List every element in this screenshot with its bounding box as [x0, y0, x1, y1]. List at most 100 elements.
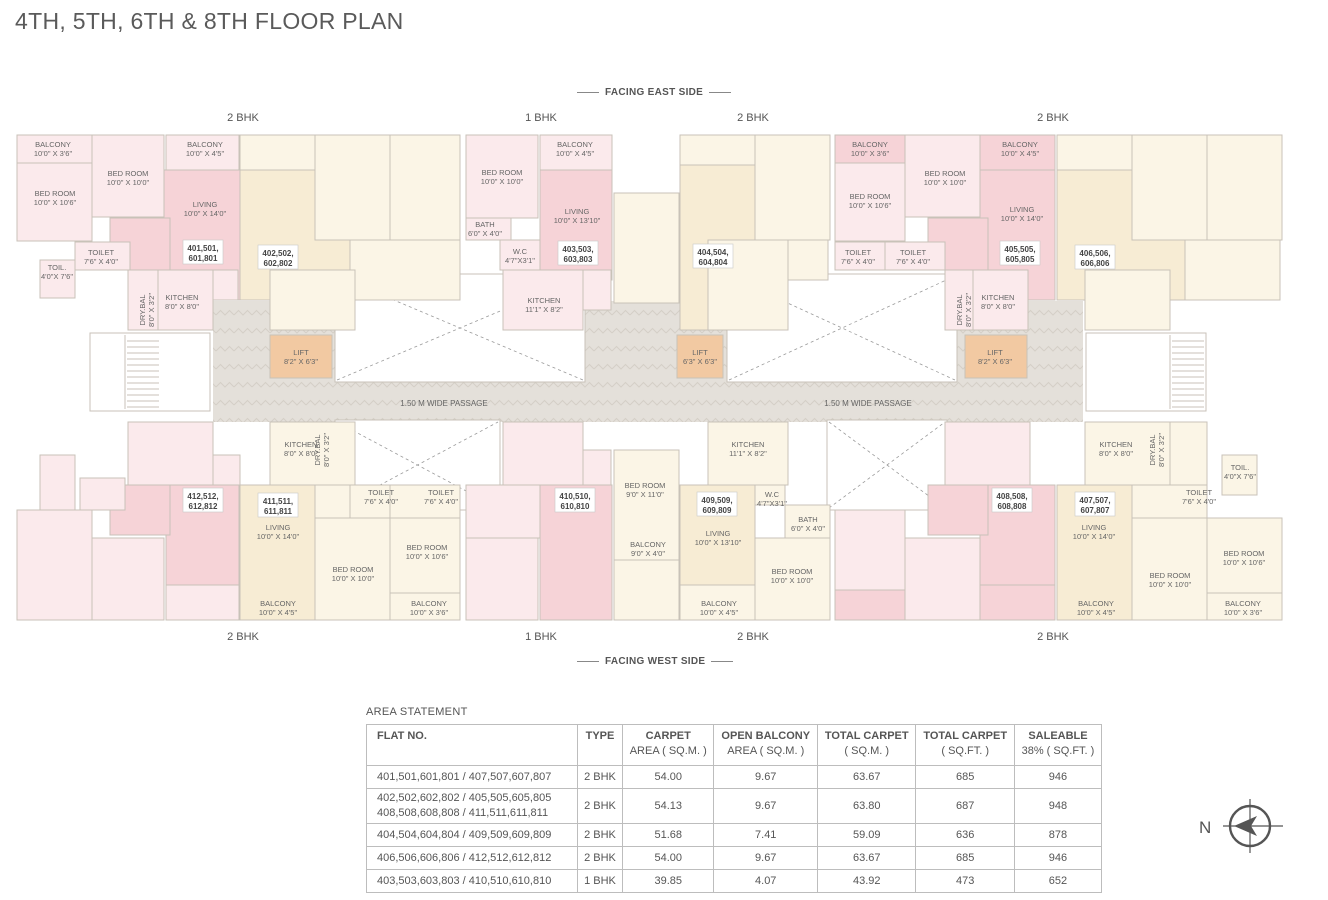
flat-number-label: 403,503,603,803 [562, 245, 593, 264]
room-name: LIFT [293, 348, 309, 357]
flat-number-label: 404,504,604,804 [697, 248, 728, 267]
room-area [834, 134, 906, 164]
room-area [91, 134, 165, 218]
room-name: BED ROOM [333, 565, 374, 574]
room-area [239, 134, 316, 171]
room-area [679, 134, 756, 166]
room-area [314, 517, 391, 621]
room-name: BED ROOM [482, 168, 523, 177]
flat-tag-box [257, 244, 299, 270]
bhk-bottom-4: 2 BHK [1037, 631, 1069, 643]
room-area [1206, 517, 1283, 594]
room-name: BED ROOM [925, 169, 966, 178]
room-area [79, 477, 126, 511]
room-area [1131, 134, 1208, 241]
col-flat-no: FLAT NO. [366, 724, 578, 766]
flat-number-label: 409,509,609,809 [701, 496, 732, 515]
room-dimension: 10'0" X 13'10" [554, 216, 601, 225]
room-area [389, 484, 461, 519]
room-dimension: 10'0" X 4'5" [1001, 149, 1040, 158]
cell-saleable: 946 [1013, 846, 1103, 870]
room-name: BALCONY [701, 599, 737, 608]
room-dimension: 8'0" X 8'0" [1099, 449, 1133, 458]
room-dimension: 7'6" X 4'0" [364, 497, 398, 506]
flat-tag-box [557, 240, 599, 266]
room-area [212, 269, 239, 301]
room-dimension: 6'3" X 6'3" [683, 357, 717, 366]
room-name: BED ROOM [625, 481, 666, 490]
cell-carpet: 54.13 [621, 788, 715, 824]
room-name: BED ROOM [772, 567, 813, 576]
room-area [16, 162, 93, 242]
staircase-right [1172, 340, 1204, 408]
room-area [979, 584, 1056, 621]
room-dimension: 7'6" X 4'0" [1182, 497, 1216, 506]
room-name: KITCHEN [982, 293, 1015, 302]
room-dimension: 4'7"X3'1" [757, 499, 787, 508]
room-area [39, 259, 76, 299]
cell-total-sqft: 473 [915, 869, 1015, 893]
room-label: TOIL.4'0"X 7'6" [41, 263, 73, 281]
room-area [1131, 517, 1208, 621]
room-dimension: 4'7"X3'1" [505, 256, 535, 265]
passage-label-right: 1.50 M WIDE PASSAGE [824, 399, 911, 408]
room-area [349, 484, 391, 519]
room-area [1206, 592, 1283, 621]
room-name: DRY.BAL [138, 295, 147, 326]
room-dimension: 10'0" X 10'0" [1149, 580, 1192, 589]
cell-carpet: 54.00 [621, 846, 715, 870]
cell-total-sqft: 685 [915, 846, 1015, 870]
room-area [1056, 134, 1133, 171]
room-dimension: 8'0" X 8'0" [284, 449, 318, 458]
room-area [613, 559, 680, 621]
room-label: DRY.BAL8'0" X 3'2" [138, 293, 156, 327]
room-area [465, 537, 539, 621]
room-name: W.C [513, 247, 528, 256]
room-name: BALCONY [411, 599, 447, 608]
cell-flats: 404,504,604,804 / 409,509,609,809 [366, 823, 578, 847]
room-area [964, 334, 1028, 379]
room-dimension: 8'0" X 3'2" [147, 293, 156, 327]
room-area [465, 484, 541, 539]
room-name: TOILET [900, 248, 927, 257]
room-area [834, 162, 906, 242]
room-area [944, 421, 1031, 486]
cell-type: 2 BHK [577, 788, 623, 824]
room-dimension: 10'0" X 10'0" [332, 574, 375, 583]
room-name: KITCHEN [285, 440, 318, 449]
flat-number-label: 411,511,611,811 [263, 497, 293, 516]
room-area [754, 537, 831, 621]
flat-number-label: 402,502,602,802 [262, 249, 293, 268]
room-dimension: 7'6" X 4'0" [841, 257, 875, 266]
facing-east-text: FACING EAST SIDE [605, 87, 704, 98]
room-area [1206, 134, 1283, 241]
room-dimension: 10'0" X 14'0" [1001, 214, 1044, 223]
room-name: LIVING [706, 529, 731, 538]
cell-type: 2 BHK [577, 765, 623, 789]
room-dimension: 6'0" X 4'0" [791, 524, 825, 533]
room-name: DRY.BAL [1148, 435, 1157, 466]
bhk-bottom-1: 2 BHK [227, 631, 259, 643]
room-area [127, 421, 214, 486]
room-area [834, 241, 886, 271]
room-dimension: 9'0" X 11'0" [626, 490, 664, 499]
room-dimension: 10'0" X 4'5" [700, 608, 739, 617]
room-dimension: 11'1" X 8'2" [729, 449, 767, 458]
cell-total-sqft: 685 [915, 765, 1015, 789]
